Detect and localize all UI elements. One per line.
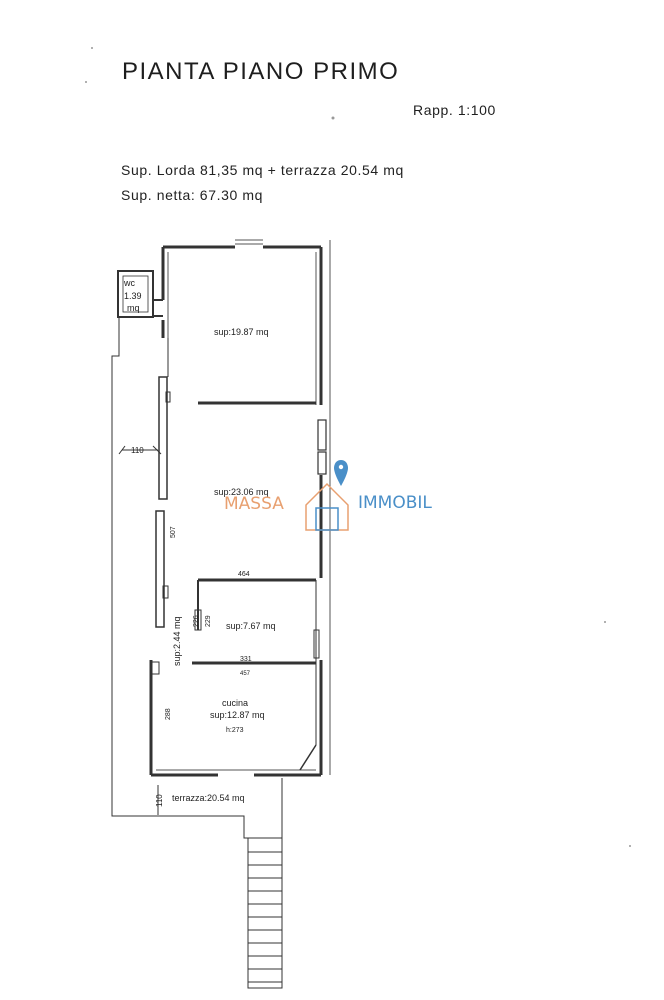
kitchen-area-label: sup:12.87 mq [210,710,265,720]
dimension-331: 331 [240,656,252,663]
plan-scale: Rapp. 1:100 [413,102,496,118]
room3-area-label: sup:7.67 mq [226,621,276,631]
wc-room [117,270,163,318]
wc-area-value-label: 1.39 [124,291,142,301]
corridor-area-label: sup:2.44 mq [172,616,182,666]
wc-area-unit-label: mq [127,303,140,313]
dimension-110-top: 110 [131,446,144,455]
terrace-area-label: terrazza:20.54 mq [172,793,245,803]
dimension-lines [118,445,162,815]
net-area-text: Sup. netta: 67.30 mq [121,187,263,203]
kitchen-name-label: cucina [222,698,248,708]
dimension-229: 229 [205,615,212,627]
kitchen-height-label: h:273 [226,727,244,734]
dimension-288: 288 [165,708,172,720]
right-windows [317,419,327,475]
terrace-outline [111,318,283,839]
dimension-464: 464 [238,571,250,578]
left-wall [150,320,171,675]
watermark-logo-icon [305,460,349,531]
watermark-right-text: IMMOBIL [358,493,432,513]
watermark-left-text: MASSA [224,494,284,514]
staircase [247,837,283,989]
dimension-507: 507 [170,526,177,538]
gross-area-text: Sup. Lorda 81,35 mq + terrazza 20.54 mq [121,162,404,178]
plan-title: PIANTA PIANO PRIMO [122,58,400,85]
dimension-457: 457 [240,671,251,677]
dimension-226: 226 [193,615,200,627]
room1-area-label: sup:19.87 mq [214,327,269,337]
exterior-walls [149,245,323,777]
dimension-110-bottom: 110 [155,794,164,807]
interior-walls [192,401,320,771]
room2-area-label: sup:23.06 mq [214,487,269,497]
outer-wall-doubles [156,239,331,775]
wc-name-label: wc [123,278,135,288]
scan-specks [85,47,631,847]
